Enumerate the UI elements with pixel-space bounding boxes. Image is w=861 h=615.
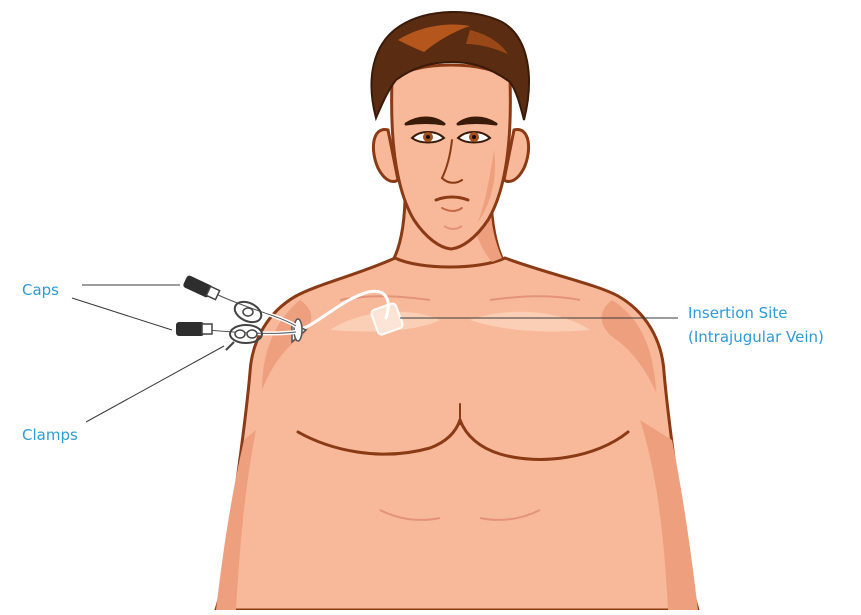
head [371, 12, 528, 249]
left-eye [412, 132, 444, 143]
caps-leader-2 [72, 298, 172, 330]
upper-cap [182, 275, 219, 300]
lower-cap [176, 322, 212, 336]
hub-wing [294, 319, 302, 341]
insertion-site-sublabel: (Intrajugular Vein) [688, 327, 824, 348]
clamps-leader [86, 346, 224, 422]
right-eye [458, 132, 490, 143]
caps-label: Caps [22, 280, 59, 301]
insertion-site-label: Insertion Site [688, 303, 787, 324]
clamps-label: Clamps [22, 425, 78, 446]
